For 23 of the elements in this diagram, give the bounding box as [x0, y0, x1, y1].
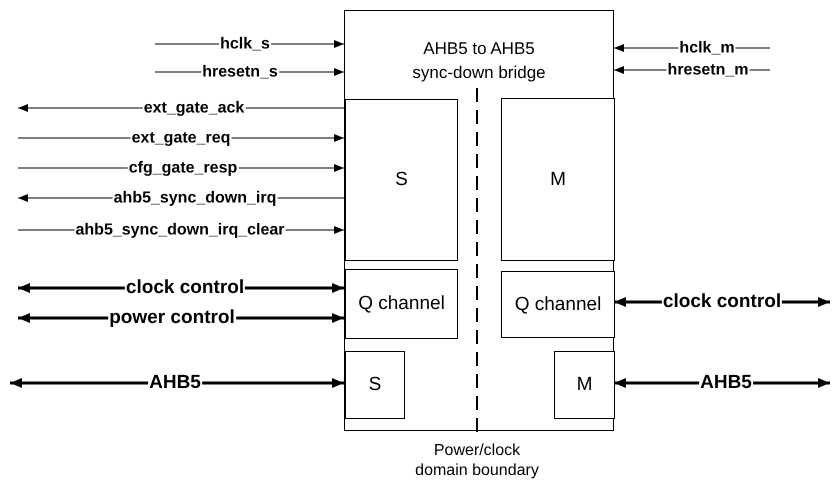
q-channel-block	[345, 269, 458, 339]
block-label: Q channel	[514, 292, 602, 316]
signal-label: hclk_m	[678, 38, 736, 58]
signal-label: ahb5_sync_down_irq_clear	[74, 220, 286, 240]
master-port-block	[554, 351, 615, 419]
slave-block	[345, 99, 458, 261]
block-label: Q channel	[357, 292, 446, 316]
signal-label: hresetn_s	[201, 62, 279, 82]
signal-label: hresetn_m	[666, 60, 750, 80]
block-label: M	[576, 373, 594, 397]
slave-port-block	[345, 351, 405, 419]
block-label: S	[368, 373, 382, 397]
signal-label: power control	[108, 307, 236, 329]
signal-label: ext_gate_ack	[142, 98, 246, 118]
block-label: S	[394, 168, 409, 192]
signal-label: cfg_gate_resp	[128, 158, 238, 178]
signal-label: hclk_s	[219, 34, 271, 54]
block-label: M	[549, 168, 567, 192]
bridge-block	[344, 10, 614, 431]
q-channel-block	[501, 271, 615, 338]
signal-label: ahb5_sync_down_irq	[112, 188, 278, 208]
block-title: AHB5 to AHB5 sync-down bridge	[411, 38, 547, 84]
master-block	[501, 98, 615, 261]
